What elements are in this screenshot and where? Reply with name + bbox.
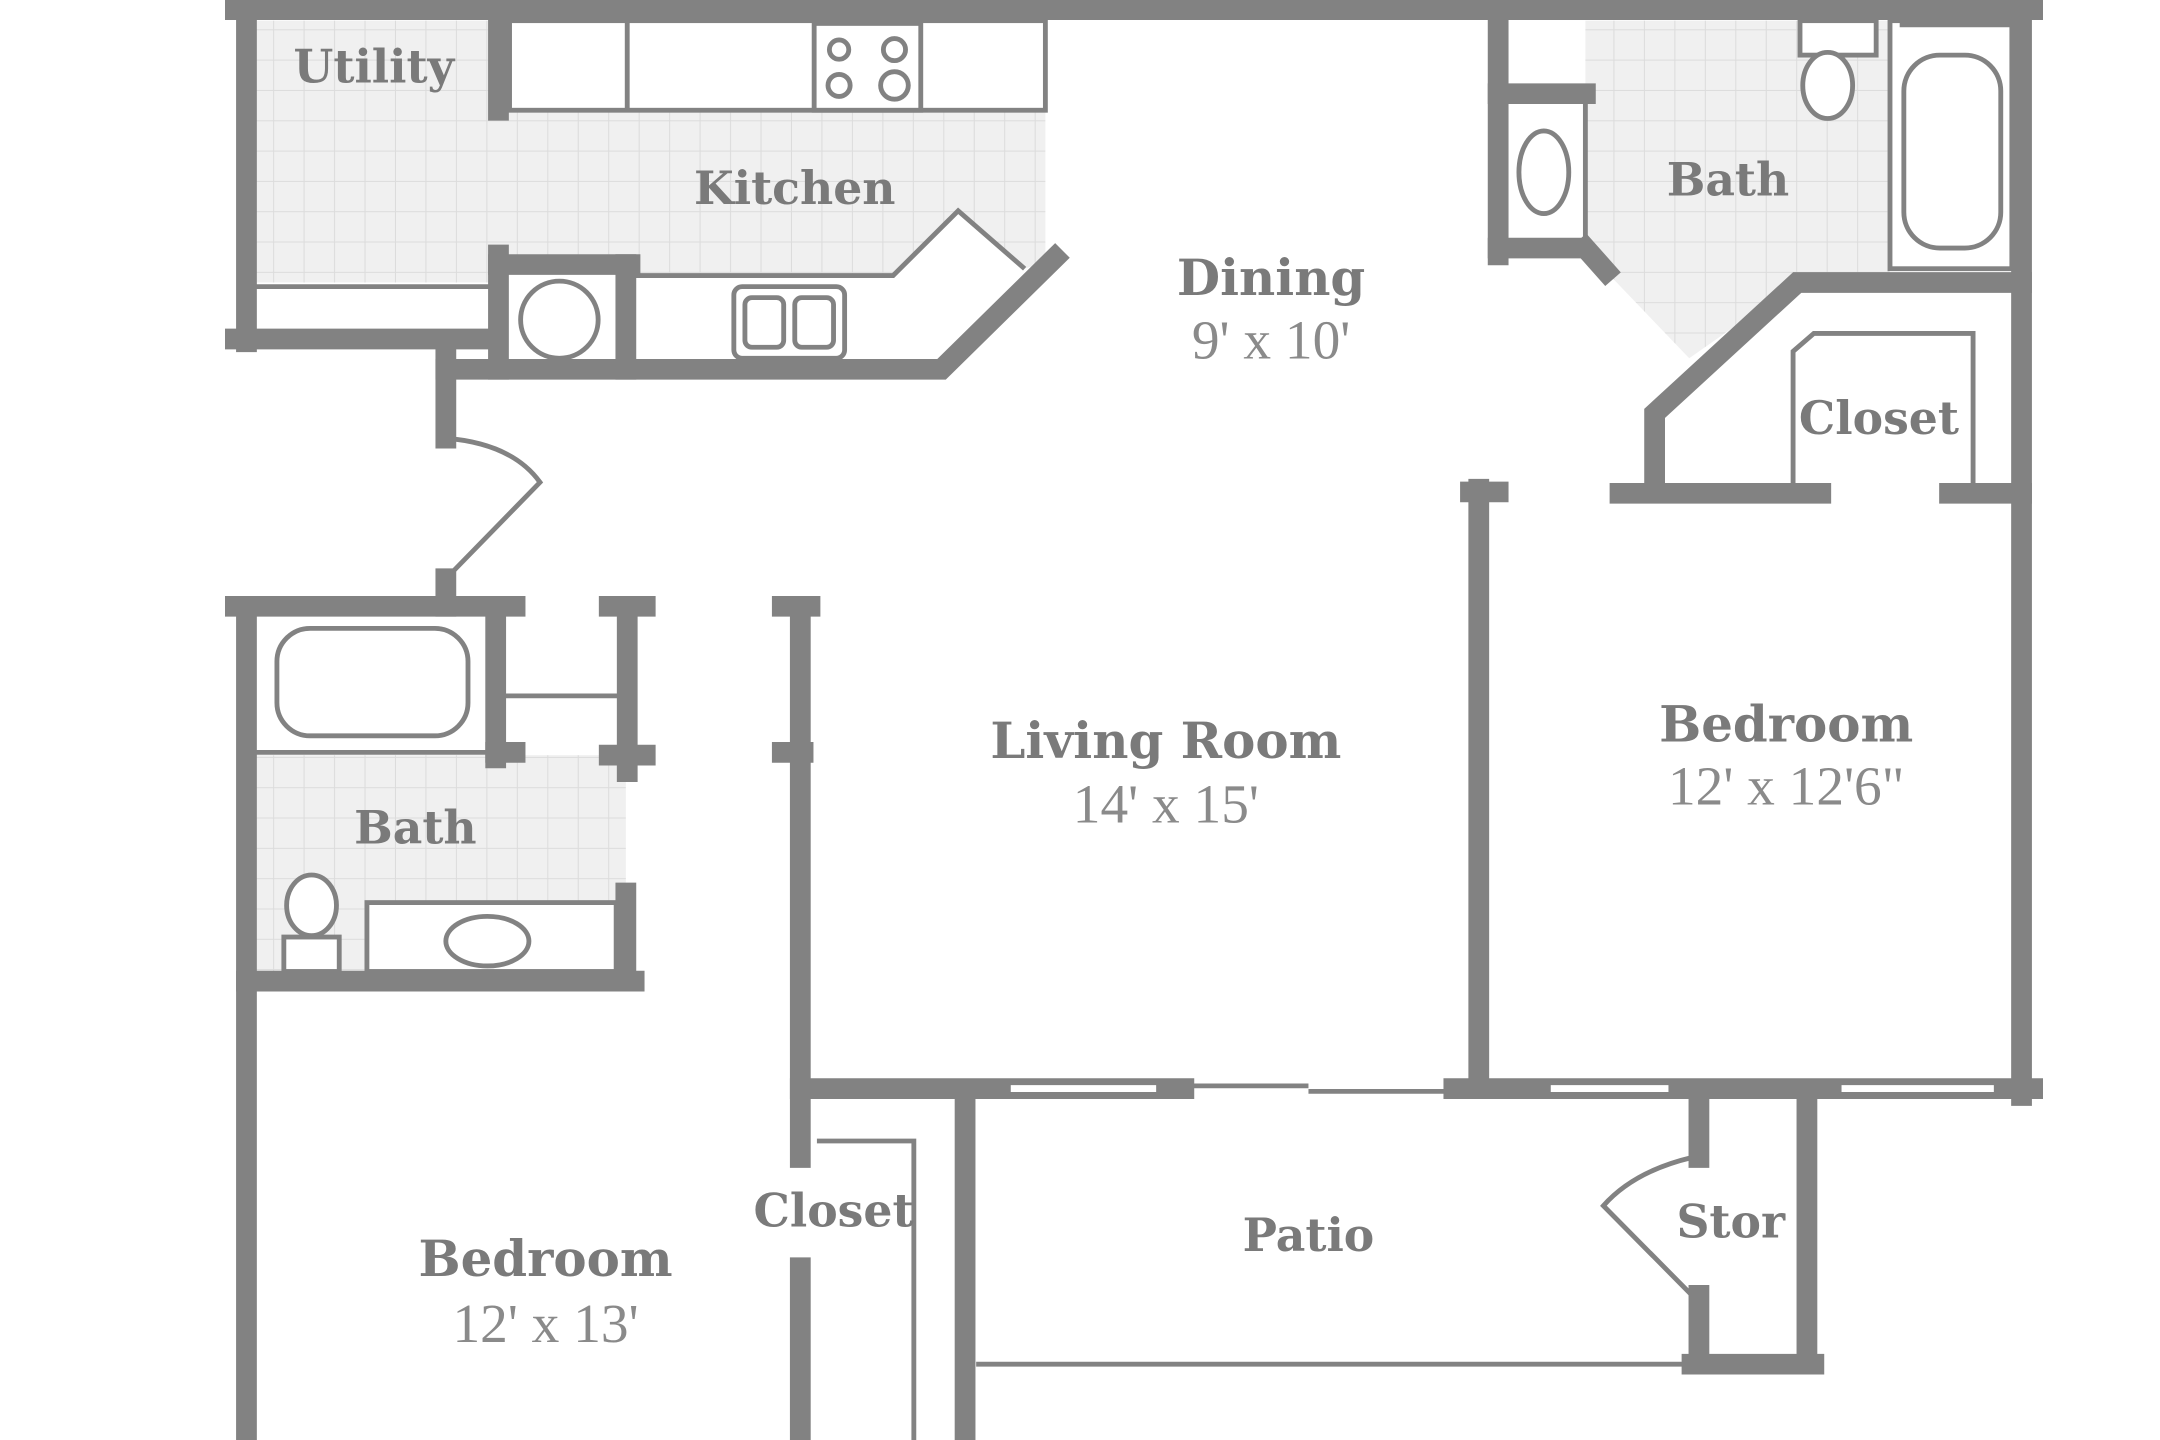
room-label-closet-left: Closet <box>753 1184 913 1238</box>
vanity-icon <box>364 900 619 974</box>
room-label-storage: Stor <box>1676 1195 1786 1249</box>
room-size-living: 14' x 15' <box>1073 774 1259 835</box>
sink-icon <box>731 284 848 361</box>
toilet-icon <box>284 872 339 939</box>
room-size-bedroom-left: 12' x 13' <box>452 1293 638 1354</box>
kitchen-fixtures <box>256 18 1048 361</box>
room-label-bath-top: Bath <box>1667 153 1790 207</box>
room-label-closet-top: Closet <box>1799 391 1959 445</box>
room-labels: Utility Kitchen Dining 9' x 10' Bath Clo… <box>294 40 1959 1354</box>
room-label-utility: Utility <box>294 40 456 94</box>
bathtub-icon <box>274 625 471 739</box>
room-label-dining: Dining <box>1177 248 1365 307</box>
sink-icon <box>1516 128 1572 216</box>
room-label-bedroom-left: Bedroom <box>418 1229 672 1288</box>
room-label-bath-left: Bath <box>354 800 477 854</box>
toilet-icon <box>1800 49 1856 121</box>
storage-door <box>1600 1155 1694 1298</box>
walls <box>225 0 2043 1440</box>
room-label-living: Living Room <box>990 711 1341 770</box>
entry-door <box>444 435 544 581</box>
room-label-kitchen: Kitchen <box>694 161 895 215</box>
bathtub-icon <box>1887 18 2015 272</box>
room-size-bedroom-right: 12' x 12'6" <box>1668 756 1904 817</box>
washer-icon <box>518 278 601 361</box>
room-label-bedroom-right: Bedroom <box>1659 694 1913 753</box>
room-size-dining: 9' x 10' <box>1192 309 1350 370</box>
room-label-patio: Patio <box>1243 1208 1375 1262</box>
